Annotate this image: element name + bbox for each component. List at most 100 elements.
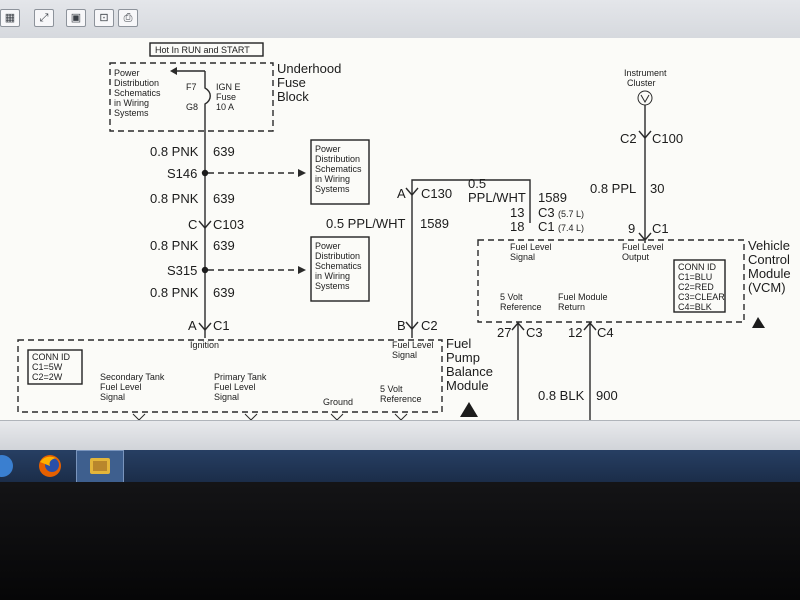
right-wire-color: 0.8 PPL [590, 181, 636, 196]
right-conn: C1 [652, 221, 669, 236]
svg-text:Fuel Level: Fuel Level [100, 382, 142, 392]
power-dist-box-1 [310, 139, 370, 205]
svg-text:Fuel: Fuel [446, 336, 471, 351]
wire-3-circuit: 639 [213, 238, 235, 253]
print-icon[interactable]: ⎙ [118, 9, 138, 27]
vcm-branch-color: PPL/WHT [468, 190, 526, 205]
svg-text:Fuse: Fuse [277, 75, 306, 90]
svg-text:C4=BLK: C4=BLK [678, 302, 712, 312]
vcm-fuel-level-signal-1: Fuel Level [510, 242, 552, 252]
svg-text:Balance: Balance [446, 364, 493, 379]
fpm-fuel-level-line-2: Signal [392, 350, 417, 360]
vcm-fuel-module-return-1: Fuel Module [558, 292, 608, 302]
svg-text:Distribution: Distribution [114, 78, 159, 88]
fpm-pin-stubs [132, 413, 408, 420]
svg-text:in Wiring: in Wiring [114, 98, 149, 108]
fuse-id-bottom: G8 [186, 102, 198, 112]
vcm-c3-note: (5.7 L) [558, 209, 584, 219]
cluster-chevron-icon [640, 94, 650, 104]
svg-text:Schematics: Schematics [315, 164, 362, 174]
hot-label: Hot In RUN and START [155, 45, 250, 55]
fpm-conn-id-box [27, 349, 83, 385]
wire-1-circuit: 639 [213, 144, 235, 159]
conn-c103-symbol [198, 220, 212, 230]
taskbar [0, 450, 800, 482]
conn-c2: C2 [421, 318, 438, 333]
app-folder-icon[interactable] [76, 450, 124, 482]
svg-text:Block: Block [277, 89, 309, 104]
fuse-block-title: Underhood Fuse Block [277, 61, 341, 104]
instrument-cluster-line-2: Cluster [627, 78, 656, 88]
svg-text:Secondary Tank: Secondary Tank [100, 372, 165, 382]
mid-wire-color: 0.5 PPL/WHT [326, 216, 406, 231]
svg-text:Underhood: Underhood [277, 61, 341, 76]
svg-text:CONN ID: CONN ID [32, 352, 71, 362]
conn-c103-pin: C [188, 217, 197, 232]
power-dist-box-1-text: Power Distribution Schematics in Wiring … [315, 144, 362, 194]
splice-dot-1 [201, 169, 209, 177]
svg-text:Pump: Pump [446, 350, 480, 365]
firefox-icon[interactable] [28, 450, 72, 482]
conn-c4-symbol [583, 321, 597, 331]
svg-text:CONN ID: CONN ID [678, 262, 717, 272]
esd-warning-icon [460, 402, 478, 417]
svg-text:C2=RED: C2=RED [678, 282, 714, 292]
svg-text:Distribution: Distribution [315, 251, 360, 261]
svg-text:Module: Module [446, 378, 489, 393]
svg-text:IGN E: IGN E [216, 82, 241, 92]
grid-icon[interactable]: ▦ [0, 9, 20, 27]
arrow-right-icon [298, 266, 306, 274]
vcm-pin-27: 27 [497, 325, 511, 340]
monitor-bezel [0, 482, 800, 600]
horizontal-scrollbar[interactable] [0, 420, 800, 451]
vcm-fuel-level-signal-2: Signal [510, 252, 535, 262]
fit-icon[interactable]: ⊡ [94, 9, 114, 27]
wire-2-circuit: 639 [213, 191, 235, 206]
svg-text:C1=5W: C1=5W [32, 362, 63, 372]
start-orb-icon[interactable] [0, 450, 16, 482]
schematic-viewport[interactable]: Hot In RUN and START Underhood Fuse Bloc… [0, 38, 800, 420]
svg-text:Vehicle: Vehicle [748, 238, 790, 253]
monitor-screen: ▦ ⤢ ▣ ⊡ ⎙ Hot In RUN and START Underhood… [0, 0, 800, 482]
svg-text:C2=2W: C2=2W [32, 372, 63, 382]
conn-c100-symbol [638, 130, 652, 140]
svg-text:Fuse: Fuse [216, 92, 236, 102]
right-wire-circuit: 30 [650, 181, 664, 196]
hot-label-box [149, 42, 264, 57]
fpm-fuel-level-line-1: Fuel Level [392, 340, 434, 350]
svg-text:(VCM): (VCM) [748, 280, 786, 295]
expand-icon[interactable]: ⤢ [34, 9, 54, 27]
svg-text:Power: Power [315, 241, 341, 251]
conn-c130-pin: A [397, 186, 406, 201]
svg-text:Power: Power [315, 144, 341, 154]
vcm-fuel-level-output-2: Output [622, 252, 650, 262]
wire-4-circuit: 639 [213, 285, 235, 300]
conn-c103: C103 [213, 217, 244, 232]
wire-4-color: 0.8 PNK [150, 285, 199, 300]
fpm-conn-id-text: CONN ID C1=5W C2=2W [32, 352, 71, 382]
image-icon[interactable]: ▣ [66, 9, 86, 27]
conn-right-c1-symbol [638, 232, 652, 242]
fpm-secondary-tank: Secondary Tank Fuel Level Signal [100, 372, 165, 402]
fpm-primary-tank: Primary Tank Fuel Level Signal [214, 372, 267, 402]
vcm-conn-id-text: CONN ID C1=BLU C2=RED C3=CLEAR C4=BLK [678, 262, 725, 312]
svg-text:Fuel Level: Fuel Level [214, 382, 256, 392]
mid-wire-circuit: 1589 [420, 216, 449, 231]
conn-c1-symbol [198, 322, 212, 332]
conn-c2-symbol [405, 321, 419, 331]
vcm-title: Vehicle Control Module (VCM) [748, 238, 791, 295]
svg-text:Distribution: Distribution [315, 154, 360, 164]
fpm-5v-ref-2: Reference [380, 394, 422, 404]
vcm-pin-12: 12 [568, 325, 582, 340]
right-conn-pin: 9 [628, 221, 635, 236]
fuse-block-outline [109, 62, 274, 132]
conn-c130-symbol [405, 187, 419, 197]
svg-text:Schematics: Schematics [315, 261, 362, 271]
splice-s315: S315 [167, 263, 197, 278]
svg-text:C1=BLU: C1=BLU [678, 272, 712, 282]
conn-c1-pin: A [188, 318, 197, 333]
vcm-fuel-module-return-2: Return [558, 302, 585, 312]
splice-s146: S146 [167, 166, 197, 181]
svg-text:Control: Control [748, 252, 790, 267]
svg-text:in Wiring: in Wiring [315, 271, 350, 281]
